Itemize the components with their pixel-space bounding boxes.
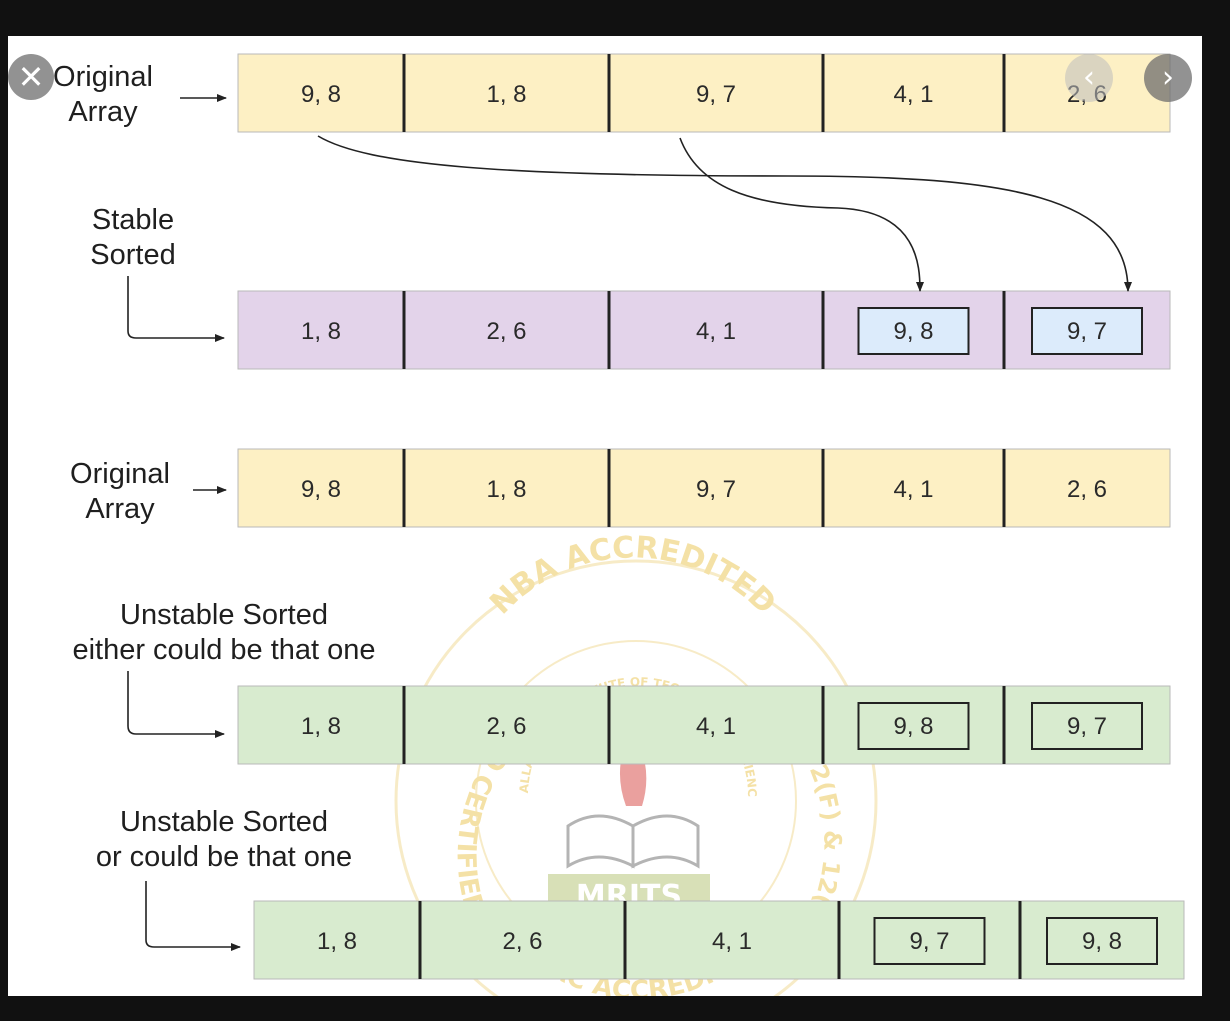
section-label-line: Array bbox=[68, 96, 138, 128]
watermark-inner-text: MALLA REDDY INSTITUTE OF TECHNOLOGY & SC… bbox=[8, 36, 759, 797]
array-row-original-2: 9, 8 1, 8 9, 7 4, 1 2, 6 bbox=[237, 448, 1171, 528]
array-row-background bbox=[237, 685, 1171, 765]
array-row-background bbox=[237, 448, 1171, 528]
array-cell: 4, 1 bbox=[696, 713, 736, 740]
highlight-box bbox=[857, 702, 970, 750]
watermark-top-text: NBA ACCREDITED bbox=[483, 530, 782, 621]
array-cell: 9, 8 bbox=[893, 713, 933, 740]
array-row-stable-sorted: 1, 8 2, 6 4, 1 9, 8 9, 7 bbox=[237, 290, 1171, 370]
section-label-line: either could be that one bbox=[72, 634, 375, 666]
element-arrow-9-7 bbox=[679, 137, 924, 292]
image-viewer: NBA ACCREDITEDNAAC ACCREDITEDISO CERTIFI… bbox=[8, 36, 1202, 996]
array-cell: 2, 6 bbox=[1067, 476, 1107, 503]
highlight-box bbox=[857, 307, 970, 355]
chevron-right-icon: › bbox=[1162, 60, 1174, 95]
array-cell: 2, 6 bbox=[502, 928, 542, 955]
label-arrow-unstable-2 bbox=[145, 881, 241, 951]
label-arrow-stable bbox=[127, 276, 225, 342]
section-label-line: Stable bbox=[92, 204, 174, 236]
array-row-background bbox=[253, 900, 1185, 980]
highlight-box bbox=[873, 917, 986, 965]
stability-diagram: NBA ACCREDITEDNAAC ACCREDITEDISO CERTIFI… bbox=[8, 36, 1185, 996]
label-arrow-unstable-1 bbox=[127, 671, 225, 738]
arrows bbox=[127, 94, 1132, 951]
section-labels: OriginalArrayStableSortedOriginalArrayUn… bbox=[53, 61, 376, 873]
array-cell: 2, 6 bbox=[486, 318, 526, 345]
section-label-line: Unstable Sorted bbox=[120, 599, 328, 631]
close-icon: ✕ bbox=[17, 58, 45, 96]
array-cell: 1, 8 bbox=[301, 713, 341, 740]
next-image-button[interactable]: › bbox=[1144, 54, 1192, 102]
section-label-line: Sorted bbox=[90, 239, 175, 271]
array-cell: 1, 8 bbox=[317, 928, 357, 955]
element-arrow-9-8 bbox=[317, 135, 1132, 292]
array-cell: 9, 7 bbox=[696, 81, 736, 108]
array-cell: 1, 8 bbox=[486, 476, 526, 503]
array-cell: 1, 8 bbox=[301, 318, 341, 345]
array-row-unstable-sorted-2: 1, 8 2, 6 4, 1 9, 7 9, 8 bbox=[253, 900, 1185, 980]
highlight-box bbox=[1031, 307, 1143, 355]
array-cell: 4, 1 bbox=[696, 318, 736, 345]
array-cell: 9, 7 bbox=[909, 928, 949, 955]
array-cell: 4, 1 bbox=[893, 476, 933, 503]
section-label-line: Array bbox=[85, 493, 155, 525]
highlight-box bbox=[1046, 917, 1158, 965]
array-cell: 9, 7 bbox=[696, 476, 736, 503]
array-row-background bbox=[237, 290, 1171, 370]
array-rows: 9, 8 1, 8 9, 7 4, 1 2, 6 1, 8 2, 6 4, 1 9, 8 9, 7… bbox=[237, 53, 1185, 980]
section-label-line: Unstable Sorted bbox=[120, 806, 328, 838]
array-row-original-1: 9, 81, 89, 74, 12, 6 bbox=[237, 53, 1171, 133]
highlight-box bbox=[1031, 702, 1143, 750]
array-row-unstable-sorted-1: 1, 8 2, 6 4, 1 9, 8 9, 7 bbox=[237, 685, 1171, 765]
array-cell: 9, 8 bbox=[301, 81, 341, 108]
array-cell: 9, 7 bbox=[1067, 713, 1107, 740]
array-cell: 9, 7 bbox=[1067, 318, 1107, 345]
section-label-line: Original bbox=[70, 458, 170, 490]
section-label-line: Original bbox=[53, 61, 153, 93]
array-cell: 4, 1 bbox=[712, 928, 752, 955]
array-cell: 9, 8 bbox=[1082, 928, 1122, 955]
array-cell: 1, 8 bbox=[486, 81, 526, 108]
array-cell: 2, 6 bbox=[486, 713, 526, 740]
previous-image-button[interactable]: ‹ bbox=[1065, 54, 1113, 102]
section-label-line: or could be that one bbox=[96, 841, 352, 873]
array-cell: 4, 1 bbox=[893, 81, 933, 108]
close-button[interactable]: ✕ bbox=[8, 54, 54, 100]
array-cell: 9, 8 bbox=[301, 476, 341, 503]
watermark-outer-ring bbox=[394, 559, 878, 996]
chevron-left-icon: ‹ bbox=[1083, 60, 1095, 95]
array-cell: 9, 8 bbox=[893, 318, 933, 345]
